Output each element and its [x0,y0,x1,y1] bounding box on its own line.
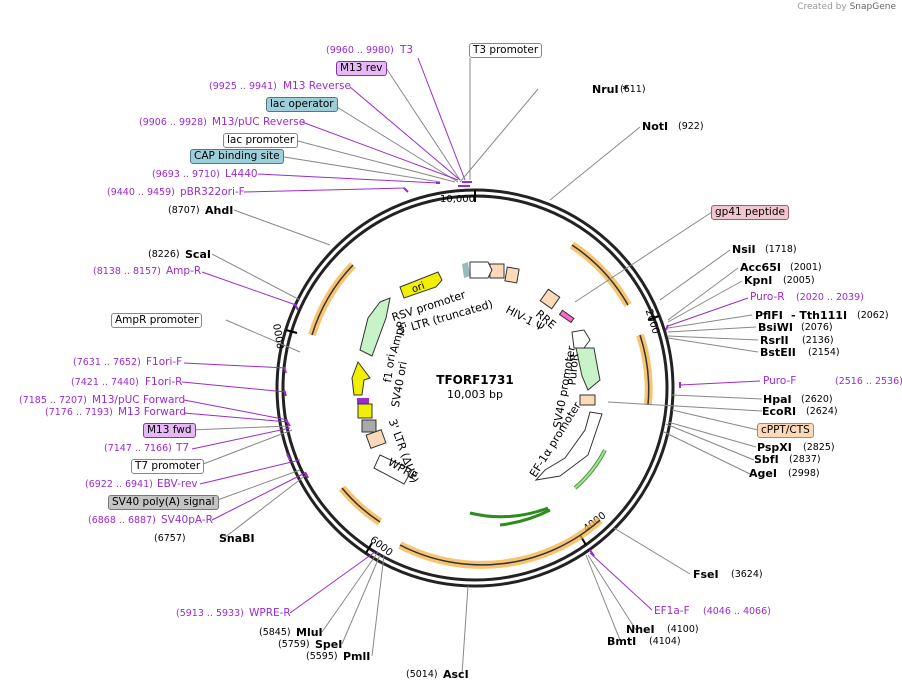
svg-text:f1 ori: f1 ori [381,353,398,383]
feature-hiv-rre: HIV-1 Ψ RRE [504,288,575,334]
svg-text:PuroR: PuroR [566,353,582,386]
plasmid-size: 10,003 bp [447,388,503,401]
feature-sv40ori-f1: f1 ori SV40 ori 3' LTR (ΔU3) WPRE [351,353,421,485]
feature-5ltr: RSV promoter 5' LTR (truncated) [390,261,520,337]
orf-arc-inner-bottom [469,506,549,519]
watermark: Created by SnapGene [797,2,896,12]
feature-ef1a: EF-1α promoter [527,399,603,481]
orf-arcs [308,241,653,569]
plasmid-name: TFORF1731 [436,373,513,387]
feature-ori: ori [399,271,443,299]
orf-arc-left-bottom [338,485,383,526]
primer-marks [283,181,681,557]
leader-lines [181,57,763,675]
tick-label-8000: 8000 [272,323,287,350]
tick-label-10000: 10,000 [440,194,475,205]
snapgene-logo: SnapGene [849,2,896,12]
svg-text:ori: ori [410,281,426,296]
